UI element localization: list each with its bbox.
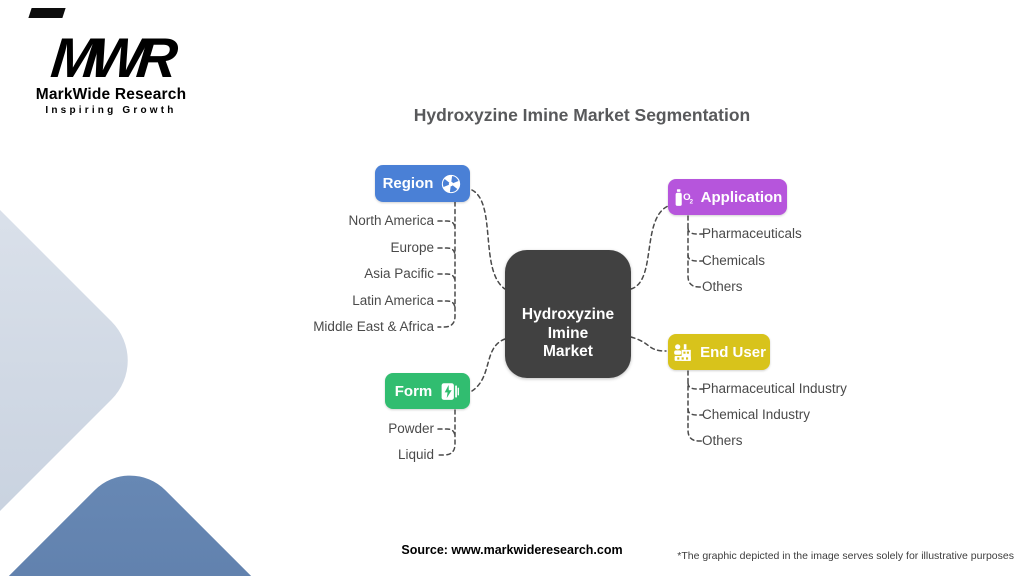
region-label: Region <box>382 175 434 192</box>
application-item-others: Others <box>702 279 743 294</box>
logo-monogram: MWR <box>48 26 174 89</box>
end-user-item-chemical-industry: Chemical Industry <box>702 407 811 422</box>
application-label: Application <box>700 188 783 206</box>
application-node: O 2 Application <box>668 179 787 215</box>
form-item-powder: Powder <box>388 421 434 436</box>
factory-users-icon <box>672 342 693 363</box>
center-market-node: Hydroxyzine Imine Market <box>505 250 631 378</box>
disclaimer-text: *The graphic depicted in the image serve… <box>677 550 1014 562</box>
application-item-pharmaceuticals: Pharmaceuticals <box>702 226 802 241</box>
form-node: Form <box>385 373 470 409</box>
end-user-item-pharmaceutical-industry: Pharmaceutical Industry <box>702 381 847 396</box>
svg-text:2: 2 <box>689 198 693 205</box>
source-text: Source: www.markwideresearch.com <box>401 543 623 557</box>
center-market-label: Hydroxyzine Imine Market <box>521 306 615 361</box>
end-user-item-others: Others <box>702 433 743 448</box>
region-item-middle-east-africa: Middle East & Africa <box>313 319 434 334</box>
svg-text:O: O <box>683 192 691 203</box>
region-item-asia-pacific: Asia Pacific <box>364 266 434 281</box>
decorative-black-bar <box>28 8 66 18</box>
region-item-europe: Europe <box>390 240 434 255</box>
end-user-label: End User <box>700 343 766 361</box>
book-bolt-icon <box>439 381 460 402</box>
end-user-node: End User <box>668 334 770 370</box>
logo-name: MarkWide Research <box>35 86 187 103</box>
form-label: Form <box>394 382 433 400</box>
chemical-bottle-o2-icon: O 2 <box>673 187 694 208</box>
region-item-north-america: North America <box>348 213 434 228</box>
page-title: Hydroxyzine Imine Market Segmentation <box>413 105 751 125</box>
region-node: Region <box>375 165 470 202</box>
globe-icon <box>440 173 462 195</box>
region-item-latin-america: Latin America <box>352 293 434 308</box>
decorative-diamond-dark <box>0 454 343 576</box>
application-item-chemicals: Chemicals <box>702 253 766 268</box>
markwide-logo: MWR MarkWide Research Inspiring Growth <box>35 26 187 116</box>
logo-tagline: Inspiring Growth <box>45 105 177 116</box>
form-item-liquid: Liquid <box>397 447 434 462</box>
